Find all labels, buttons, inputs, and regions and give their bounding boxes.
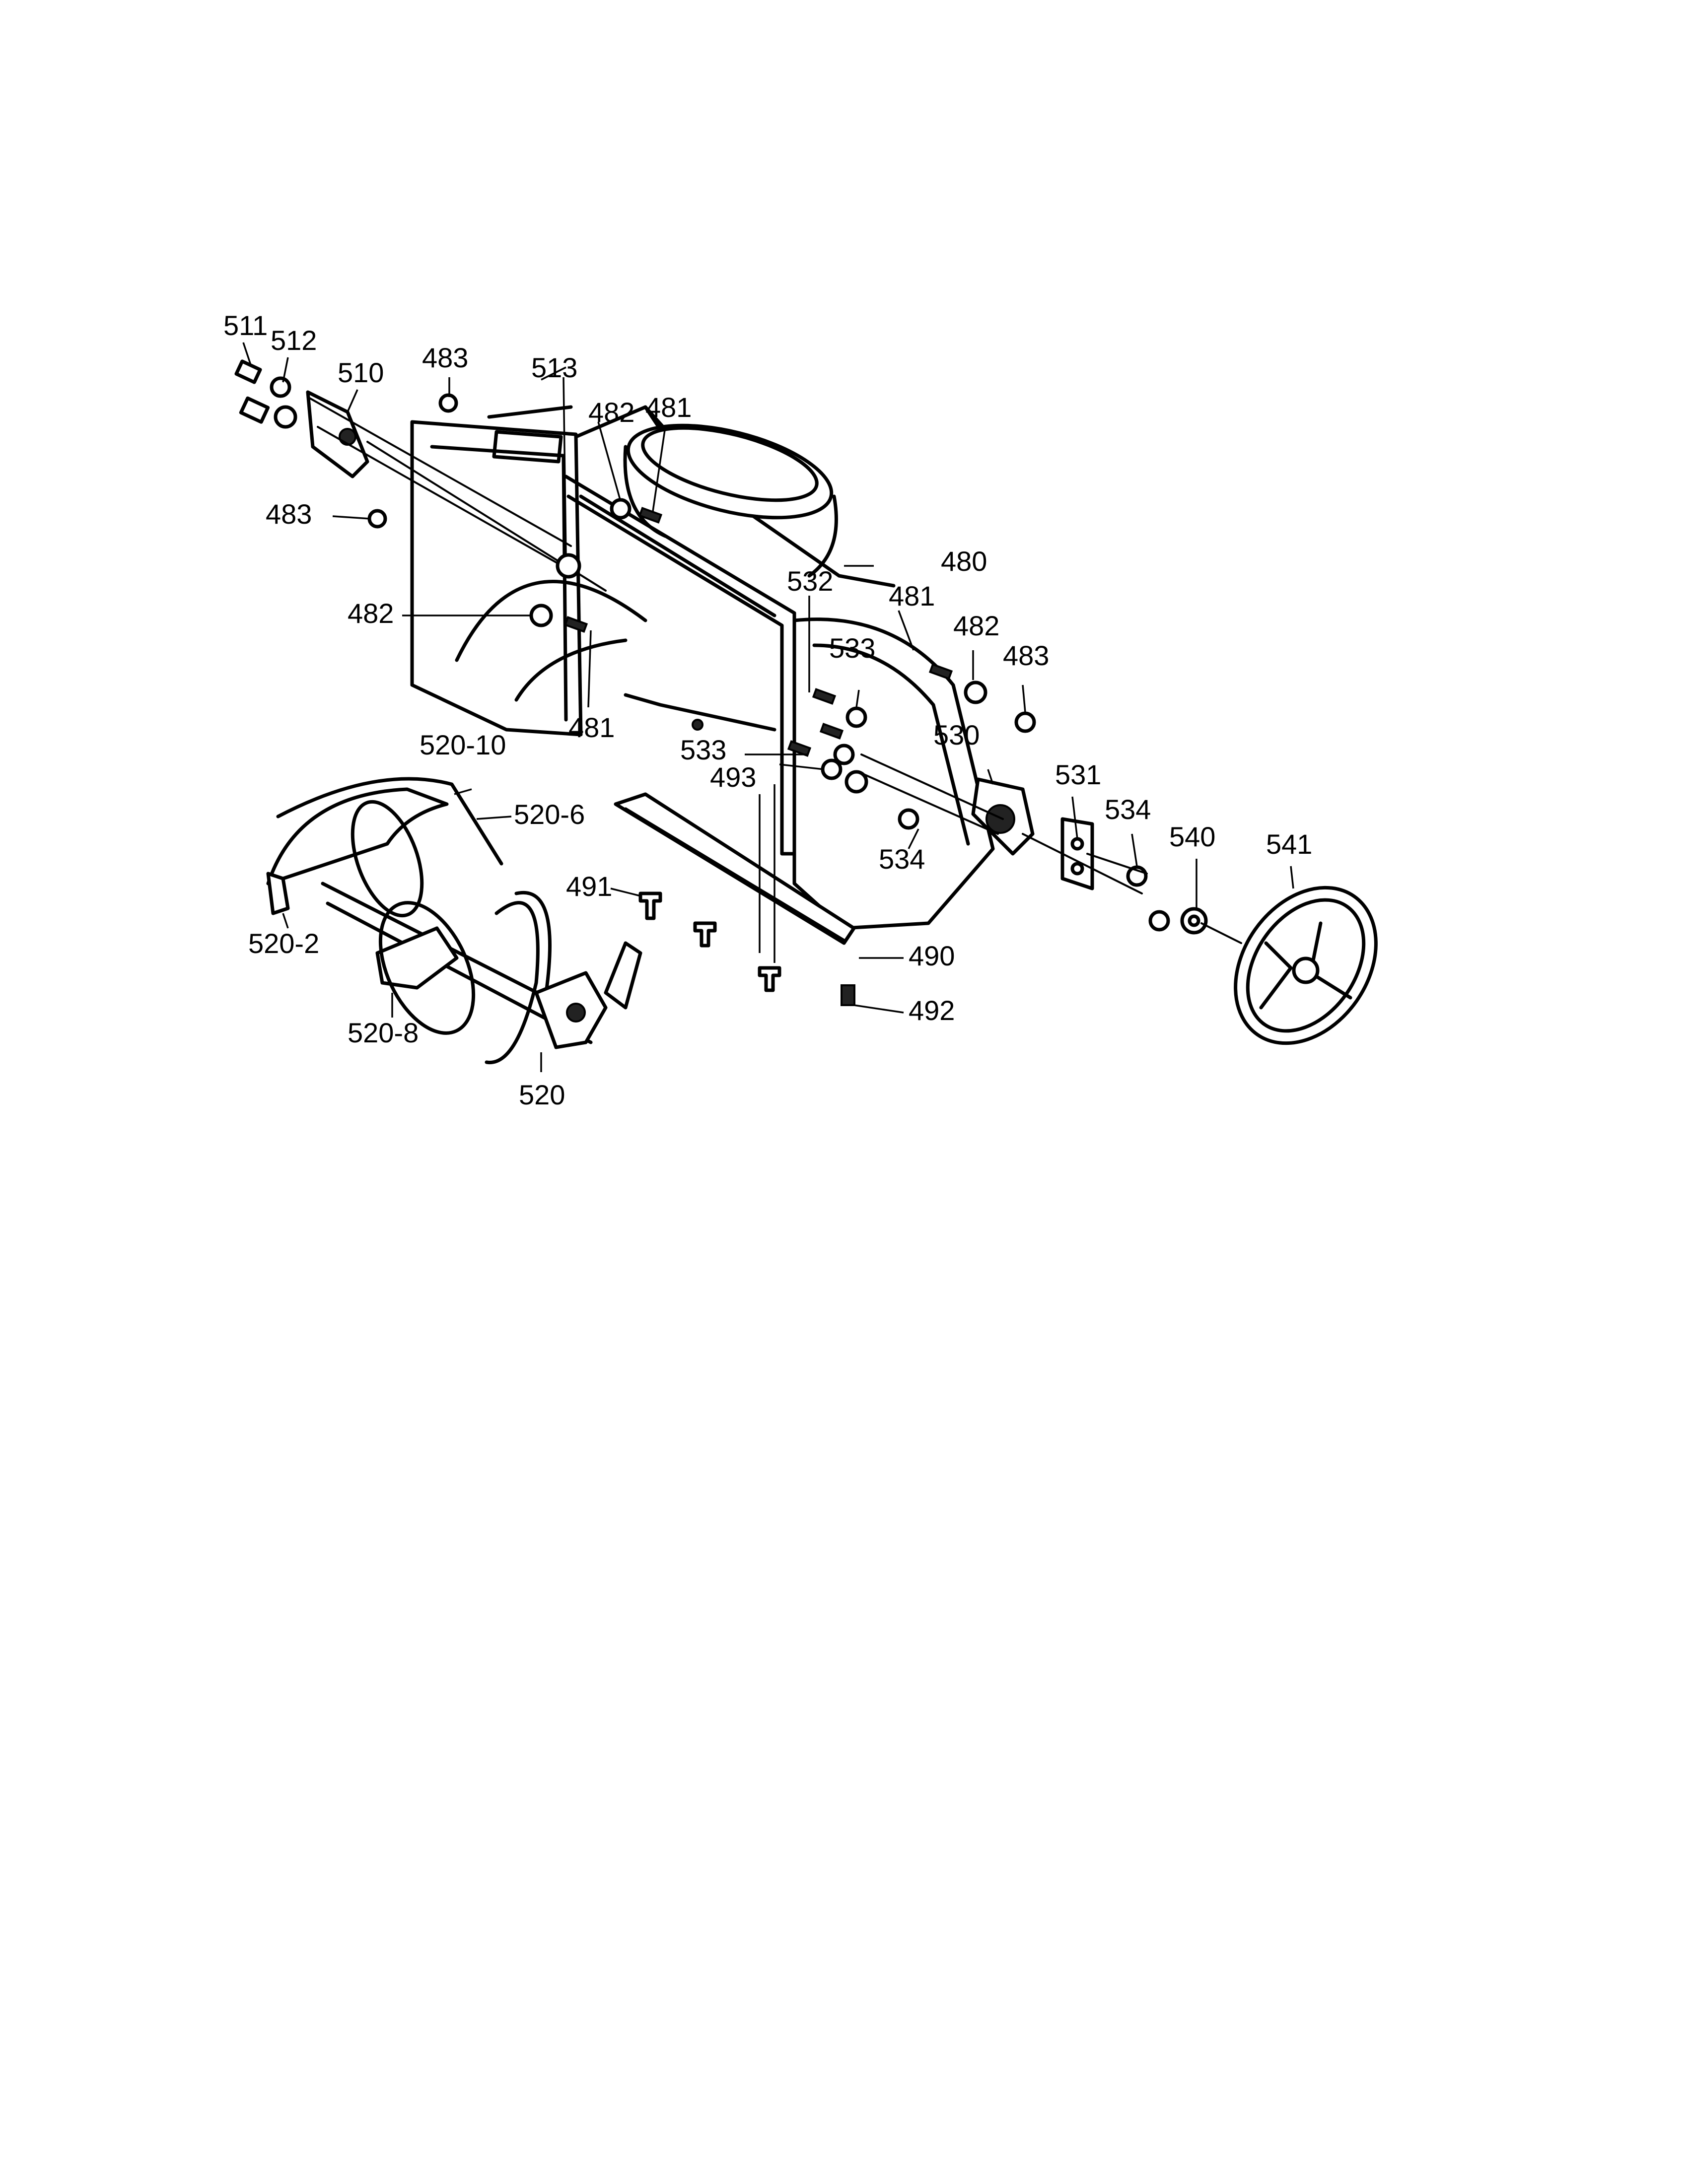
callout-533: 533: [829, 632, 875, 664]
callout-481: 481: [645, 392, 692, 423]
callout-492: 492: [909, 995, 955, 1026]
scraper-bar: [614, 792, 856, 945]
callout-520-10: 520-10: [420, 729, 506, 760]
callout-labels: 511 512 510 483 482 481 513 483 480 482 …: [223, 310, 1312, 1110]
auger-pulley: [1234, 886, 1378, 1045]
callout-490: 490: [909, 940, 955, 971]
callout-512: 512: [271, 325, 317, 356]
callout-483: 483: [266, 498, 312, 530]
callout-520-2: 520-2: [248, 928, 319, 959]
callout-491: 491: [566, 871, 612, 902]
callout-482: 482: [348, 598, 394, 629]
auger-assembly: [266, 777, 642, 1065]
callout-482: 482: [588, 397, 634, 428]
callout-482: 482: [953, 610, 999, 641]
callout-510: 510: [338, 357, 384, 388]
callout-511: 511: [223, 310, 268, 341]
callout-483: 483: [422, 342, 468, 373]
callout-531: 531: [1055, 759, 1101, 790]
callout-520: 520: [519, 1079, 565, 1110]
callout-533: 533: [680, 734, 726, 765]
callout-540: 540: [1169, 821, 1215, 852]
discharge-chute-ring: [623, 423, 838, 578]
callout-481: 481: [568, 712, 615, 743]
callout-520-6: 520-6: [514, 799, 585, 830]
callout-520-8: 520-8: [348, 1017, 419, 1048]
leader-lines: [242, 342, 1294, 1072]
callout-483: 483: [1003, 640, 1049, 671]
bearing-housing: [971, 777, 1094, 890]
callout-513: 513: [531, 352, 577, 383]
callout-532: 532: [787, 565, 833, 597]
callout-530: 530: [933, 719, 980, 751]
auger-housing: [410, 405, 995, 930]
callout-481: 481: [889, 580, 935, 612]
callout-534: 534: [1105, 794, 1151, 825]
fasteners: [234, 359, 1242, 1006]
callout-534: 534: [879, 843, 925, 875]
callout-480: 480: [941, 546, 987, 577]
callout-541: 541: [1266, 828, 1312, 860]
callout-493: 493: [710, 761, 756, 793]
